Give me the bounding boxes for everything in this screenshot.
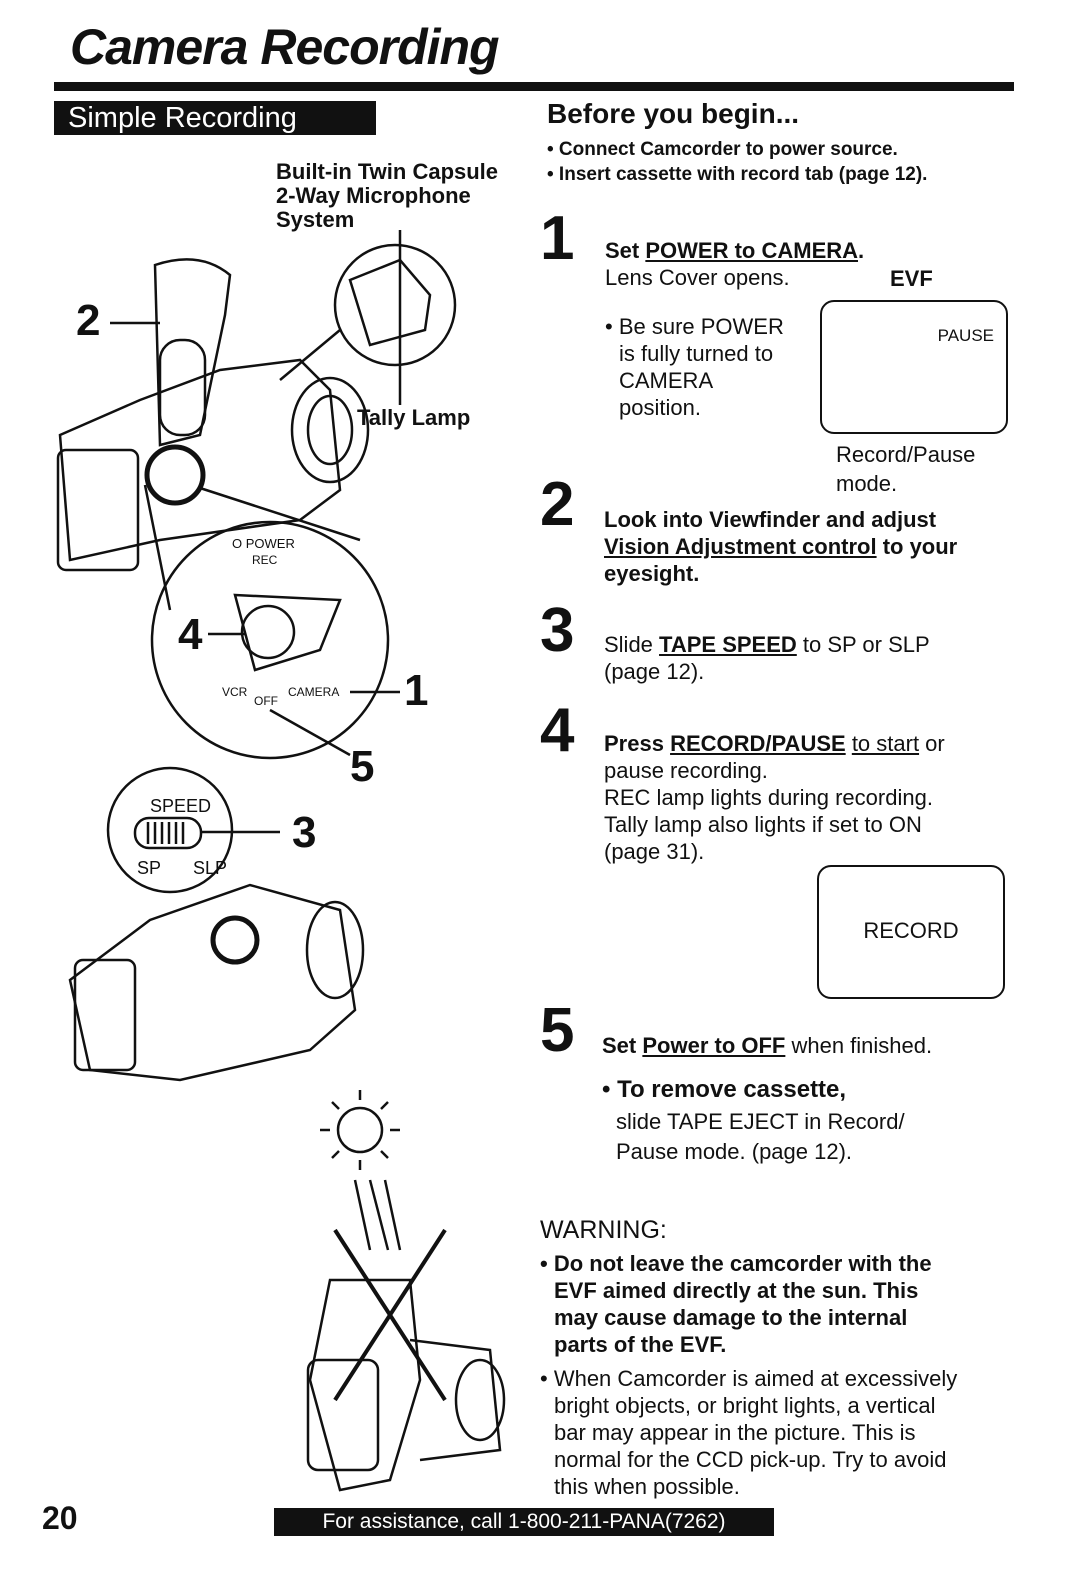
camera-label: CAMERA (288, 685, 340, 699)
microphone-zoom-circle (333, 243, 457, 367)
warning-line: bright objects, or bright lights, a vert… (554, 1393, 936, 1418)
pause-indicator: PAUSE (937, 326, 994, 345)
mic-label-line: Built-in Twin Capsule (276, 159, 499, 184)
step-number: 2 (540, 470, 575, 539)
warning-item-2: • When Camcorder is aimed at excessively… (540, 1365, 957, 1500)
warning-line: this when possible. (554, 1474, 740, 1499)
remove-cassette-text: slide TAPE EJECT in Record/ Pause mode. … (616, 1107, 905, 1167)
vision-adjustment-term: Vision Adjustment control (604, 534, 877, 559)
tape-speed-term: TAPE SPEED (659, 632, 797, 657)
step-text: pause recording. (604, 758, 768, 783)
warning-line: may cause damage to the internal (554, 1305, 908, 1330)
before-bullet: • Connect Camcorder to power source. (547, 139, 898, 160)
warning-line: parts of the EVF. (554, 1332, 727, 1357)
evf-caption: Record/Pause mode. (836, 440, 975, 498)
bullet-line: position. (619, 395, 701, 420)
step-1-bullet: • Be sure POWER is fully turned to CAMER… (605, 313, 784, 421)
step-text: Press (604, 731, 671, 756)
step-2-instruction: Look into Viewfinder and adjust Vision A… (604, 506, 957, 587)
before-bullet: • Insert cassette with record tab (page … (547, 164, 928, 185)
to-start-term: to start (851, 731, 920, 756)
mic-label-line: System (276, 207, 355, 232)
step-text: slide TAPE EJECT in Record/ (616, 1109, 905, 1134)
page-number: 20 (42, 1500, 78, 1536)
step-text: (page 12). (604, 659, 705, 684)
remove-cassette-heading: • To remove cassette, (602, 1076, 847, 1103)
callout-5: 5 (350, 742, 375, 791)
step-text: to your (876, 534, 958, 559)
callout-4: 4 (178, 610, 203, 659)
power-to-camera-term: POWER to CAMERA (645, 238, 859, 263)
caption-line: mode. (836, 471, 898, 496)
record-pause-term: RECORD/PAUSE (670, 731, 846, 756)
record-indicator: RECORD (863, 918, 959, 943)
warning-line: normal for the CCD pick-up. Try to avoid (554, 1447, 947, 1472)
slp-label: SLP (193, 858, 228, 878)
sp-label: SP (137, 858, 162, 878)
mic-label-line: 2-Way Microphone (276, 183, 471, 208)
before-heading: Before you begin... (547, 98, 800, 129)
callout-2: 2 (76, 296, 101, 345)
off-label: OFF (254, 694, 278, 708)
bullet-line: CAMERA (619, 368, 714, 393)
step-text: Set (602, 1033, 643, 1058)
step-5-instruction: Set Power to OFF when finished. (602, 1032, 932, 1059)
step-number: 3 (540, 596, 575, 665)
warning-line: bar may appear in the picture. This is (554, 1420, 916, 1445)
assistance-banner: For assistance, call 1-800-211-PANA(7262… (274, 1508, 774, 1536)
step-number: 4 (540, 696, 575, 765)
evf-screen-pause: PAUSE (820, 300, 1008, 434)
bullet-line: is fully turned to (619, 341, 774, 366)
tally-lamp-label: Tally Lamp (357, 405, 471, 430)
step-text: REC lamp lights during recording. (604, 785, 933, 810)
step-number: 5 (540, 996, 575, 1065)
speed-switch-circle (106, 766, 234, 894)
warning-line: EVF aimed directly at the sun. This (554, 1278, 919, 1303)
power-to-off-term: Power to OFF (642, 1033, 786, 1058)
step-text: . (858, 238, 865, 263)
section-heading: Simple Recording (54, 101, 376, 135)
page-title: Camera Recording (70, 19, 500, 75)
step-3-instruction: Slide TAPE SPEED to SP or SLP (page 12). (604, 631, 930, 685)
warning-line: • When Camcorder is aimed at excessively (540, 1366, 958, 1391)
step-1-note: Lens Cover opens. (605, 265, 790, 290)
mic-label: Built-in Twin Capsule 2-Way Microphone S… (276, 160, 498, 232)
bullet-line: • Be sure POWER (605, 314, 784, 339)
warning-line: • Do not leave the camcorder with the (540, 1251, 932, 1276)
camcorder-illustration (56, 230, 506, 1492)
step-text: (page 31). (604, 839, 705, 864)
warning-item-1: • Do not leave the camcorder with the EV… (540, 1250, 932, 1358)
step-text: Slide (604, 632, 660, 657)
step-text: to SP or SLP (796, 632, 930, 657)
step-text: eyesight. (604, 561, 700, 586)
step-text: Tally lamp also lights if set to ON (604, 812, 922, 837)
step-4-instruction: Press RECORD/PAUSE to start or pause rec… (604, 730, 945, 865)
step-text: Look into Viewfinder and adjust (604, 507, 937, 532)
power-label: O POWER (232, 536, 295, 551)
power-dial-zoom-circle (150, 520, 390, 760)
evf-screen-record: RECORD (817, 865, 1005, 999)
step-1-instruction: Set POWER to CAMERA. (605, 238, 864, 264)
step-text: Set (605, 238, 646, 263)
title-rule (54, 82, 1014, 91)
step-text: when finished. (785, 1033, 933, 1058)
callout-3: 3 (292, 808, 317, 857)
vcr-label: VCR (222, 685, 248, 699)
rec-label: REC (252, 553, 278, 567)
speed-label: SPEED (150, 796, 212, 816)
step-text: or (919, 731, 945, 756)
evf-label: EVF (890, 266, 933, 291)
callout-1: 1 (404, 666, 429, 715)
caption-line: Record/Pause (836, 442, 976, 467)
step-number: 1 (540, 204, 575, 273)
warning-title: WARNING: (540, 1216, 667, 1244)
step-text: Pause mode. (page 12). (616, 1139, 853, 1164)
